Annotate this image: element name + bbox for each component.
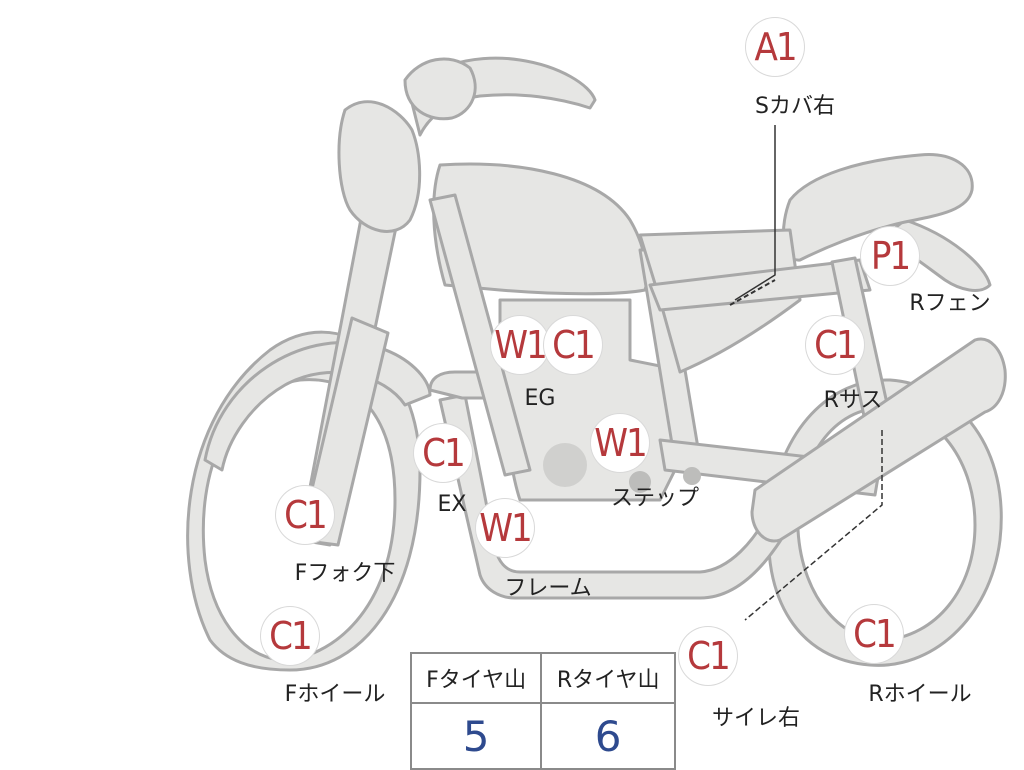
rear-tire-value: 6 (594, 711, 622, 761)
rear-tire-header: Rタイヤ山 (541, 654, 674, 704)
front-wheel (186, 330, 422, 672)
marker-f-wheel[interactable]: C1 (261, 607, 319, 665)
mirror (403, 57, 477, 121)
tire-tread-table: Fタイヤ山 Rタイヤ山 5 6 (410, 652, 676, 770)
seat (781, 153, 974, 262)
marker-step[interactable]: W1 (591, 414, 649, 472)
muffler (750, 337, 1007, 543)
leader-s-cover (734, 125, 776, 301)
front-tire-value: 5 (412, 703, 543, 768)
marker-frame[interactable]: W1 (476, 499, 534, 557)
marker-exhaust[interactable]: C1 (414, 424, 472, 482)
marker-r-fender[interactable]: P1 (861, 227, 919, 285)
leader-silencer (744, 430, 883, 621)
marker-r-wheel[interactable]: C1 (845, 605, 903, 663)
label-exhaust: EX (437, 492, 467, 517)
marker-engine-w[interactable]: W1 (491, 316, 549, 374)
headlight (337, 100, 422, 233)
marker-silencer-right[interactable]: C1 (679, 627, 737, 685)
label-frame: フレーム (504, 576, 592, 601)
label-silencer-right: サイレ右 (711, 706, 801, 731)
label-step: ステップ (610, 486, 700, 511)
marker-f-fork-lower[interactable]: C1 (276, 486, 334, 544)
fork-tube (298, 316, 390, 547)
frame-diagonal (428, 193, 532, 477)
label-r-fender: Rフェン (909, 291, 991, 316)
marker-engine-c[interactable]: C1 (544, 316, 602, 374)
marker-r-suspension[interactable]: C1 (806, 316, 864, 374)
label-engine: EG (524, 386, 556, 411)
label-s-cover-right: Sカバ右 (755, 94, 835, 119)
front-tire-header: Fタイヤ山 (412, 654, 543, 704)
marker-s-cover-right[interactable]: A1 (746, 18, 804, 76)
fuel-tank (432, 162, 649, 296)
label-r-suspension: Rサス (823, 388, 883, 413)
label-f-wheel: Fホイール (284, 682, 386, 707)
label-f-fork-lower: Fフォク下 (294, 561, 396, 586)
label-r-wheel: Rホイール (868, 682, 972, 707)
